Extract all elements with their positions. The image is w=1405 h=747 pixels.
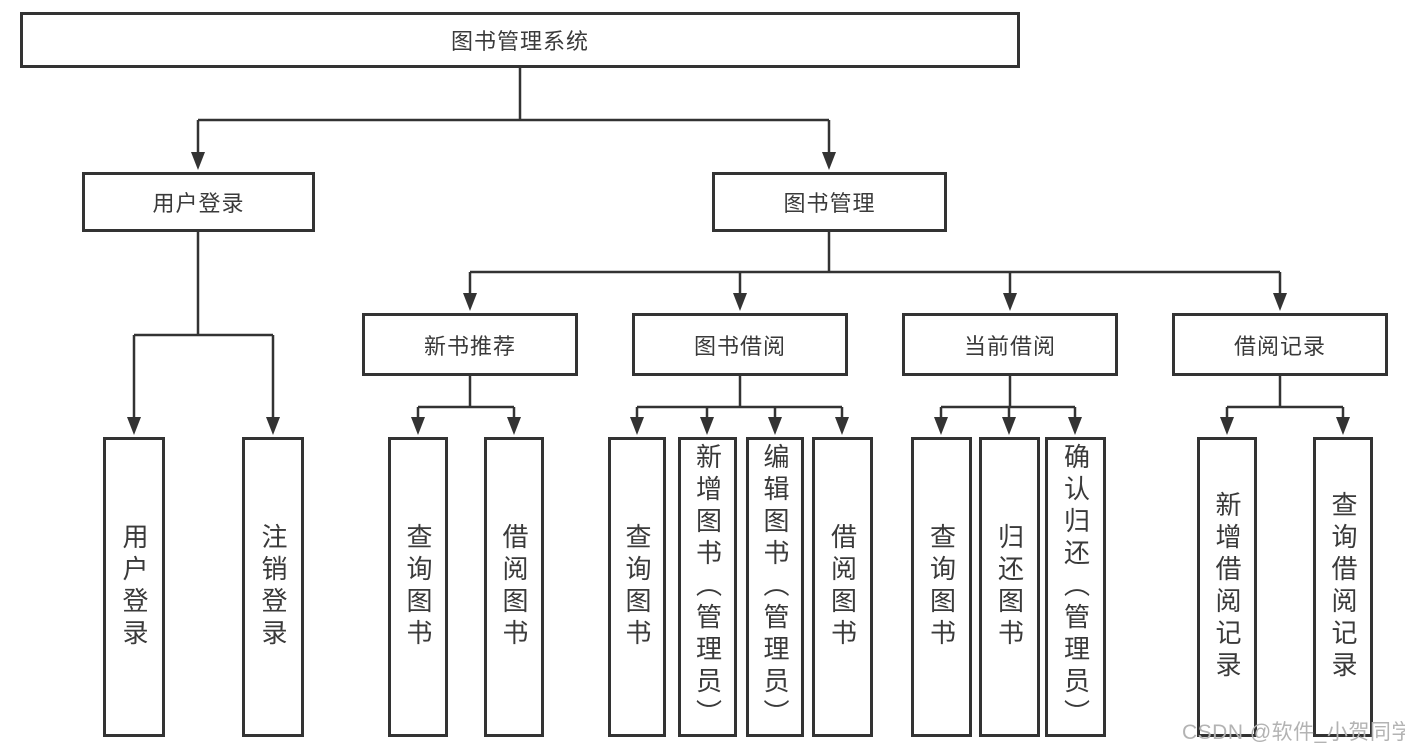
node-new-book-recommend: 新书推荐 (362, 313, 578, 376)
node-user-login: 用户登录 (82, 172, 315, 232)
arrow-down-icon (934, 417, 948, 435)
arrow-down-icon (1068, 417, 1082, 435)
leaf-add-books-admin: 新增图书（管理员） (678, 437, 737, 737)
arrow-down-icon (411, 417, 425, 435)
leaf-query-books-recommend: 查询图书 (388, 437, 448, 737)
csdn-watermark: CSDN @软件_小贺同学 (1182, 721, 1405, 744)
leaf-user-login: 用户登录 (103, 437, 165, 737)
node-label: 图书管理系统 (450, 29, 589, 54)
node-label: 查询图书 (926, 523, 957, 651)
leaf-edit-books-admin: 编辑图书（管理员） (746, 437, 804, 737)
leaf-return-books: 归还图书 (979, 437, 1040, 737)
arrow-down-icon (630, 417, 644, 435)
arrow-down-icon (1003, 293, 1017, 311)
arrow-down-icon (700, 417, 714, 435)
arrow-down-icon (507, 417, 521, 435)
node-label: 用户登录 (119, 523, 149, 651)
node-book-management: 图书管理 (712, 172, 947, 232)
arrow-down-icon (266, 417, 280, 435)
node-label: 用户登录 (152, 191, 245, 216)
leaf-query-books-borrowing: 查询图书 (608, 437, 666, 737)
node-label: 编辑图书（管理员） (760, 443, 790, 731)
leaf-confirm-return-admin: 确认归还（管理员） (1045, 437, 1106, 737)
node-label: 图书借阅 (693, 333, 786, 359)
arrow-down-icon (1336, 417, 1350, 435)
arrow-down-icon (733, 293, 747, 311)
arrowheads (127, 152, 1350, 435)
node-label: 当前借阅 (963, 333, 1056, 359)
node-label: 借阅图书 (499, 523, 529, 651)
arrow-down-icon (127, 417, 141, 435)
node-label: 新增图书（管理员） (692, 443, 723, 731)
arrow-down-icon (835, 417, 849, 435)
node-current-borrowing: 当前借阅 (902, 313, 1118, 376)
arrow-down-icon (822, 152, 836, 170)
node-label: 新增借阅记录 (1212, 491, 1242, 683)
leaf-query-books-current: 查询图书 (911, 437, 972, 737)
node-book-borrowing: 图书借阅 (632, 313, 848, 376)
arrow-down-icon (768, 417, 782, 435)
arrow-down-icon (1002, 417, 1016, 435)
node-label: 归还图书 (994, 523, 1025, 651)
node-label: 查询图书 (403, 523, 433, 651)
node-label: 注销登录 (258, 523, 288, 651)
leaf-logout: 注销登录 (242, 437, 304, 737)
leaf-add-borrow-record: 新增借阅记录 (1197, 437, 1257, 737)
arrow-down-icon (463, 293, 477, 311)
node-label: 新书推荐 (423, 333, 516, 359)
node-label: 借阅图书 (827, 523, 858, 651)
leaf-borrow-books-recommend: 借阅图书 (484, 437, 544, 737)
node-library-system: 图书管理系统 (20, 12, 1020, 68)
arrow-down-icon (1273, 293, 1287, 311)
node-label: 图书管理 (783, 191, 876, 216)
node-label: 确认归还（管理员） (1060, 443, 1091, 731)
arrow-down-icon (1220, 417, 1234, 435)
node-label: 查询图书 (622, 523, 652, 651)
leaf-query-borrow-record: 查询借阅记录 (1313, 437, 1373, 737)
node-label: 借阅记录 (1233, 333, 1326, 359)
node-label: 查询借阅记录 (1328, 491, 1358, 683)
arrow-down-icon (191, 152, 205, 170)
leaf-borrow-books-borrowing: 借阅图书 (812, 437, 873, 737)
node-borrowing-records: 借阅记录 (1172, 313, 1388, 376)
